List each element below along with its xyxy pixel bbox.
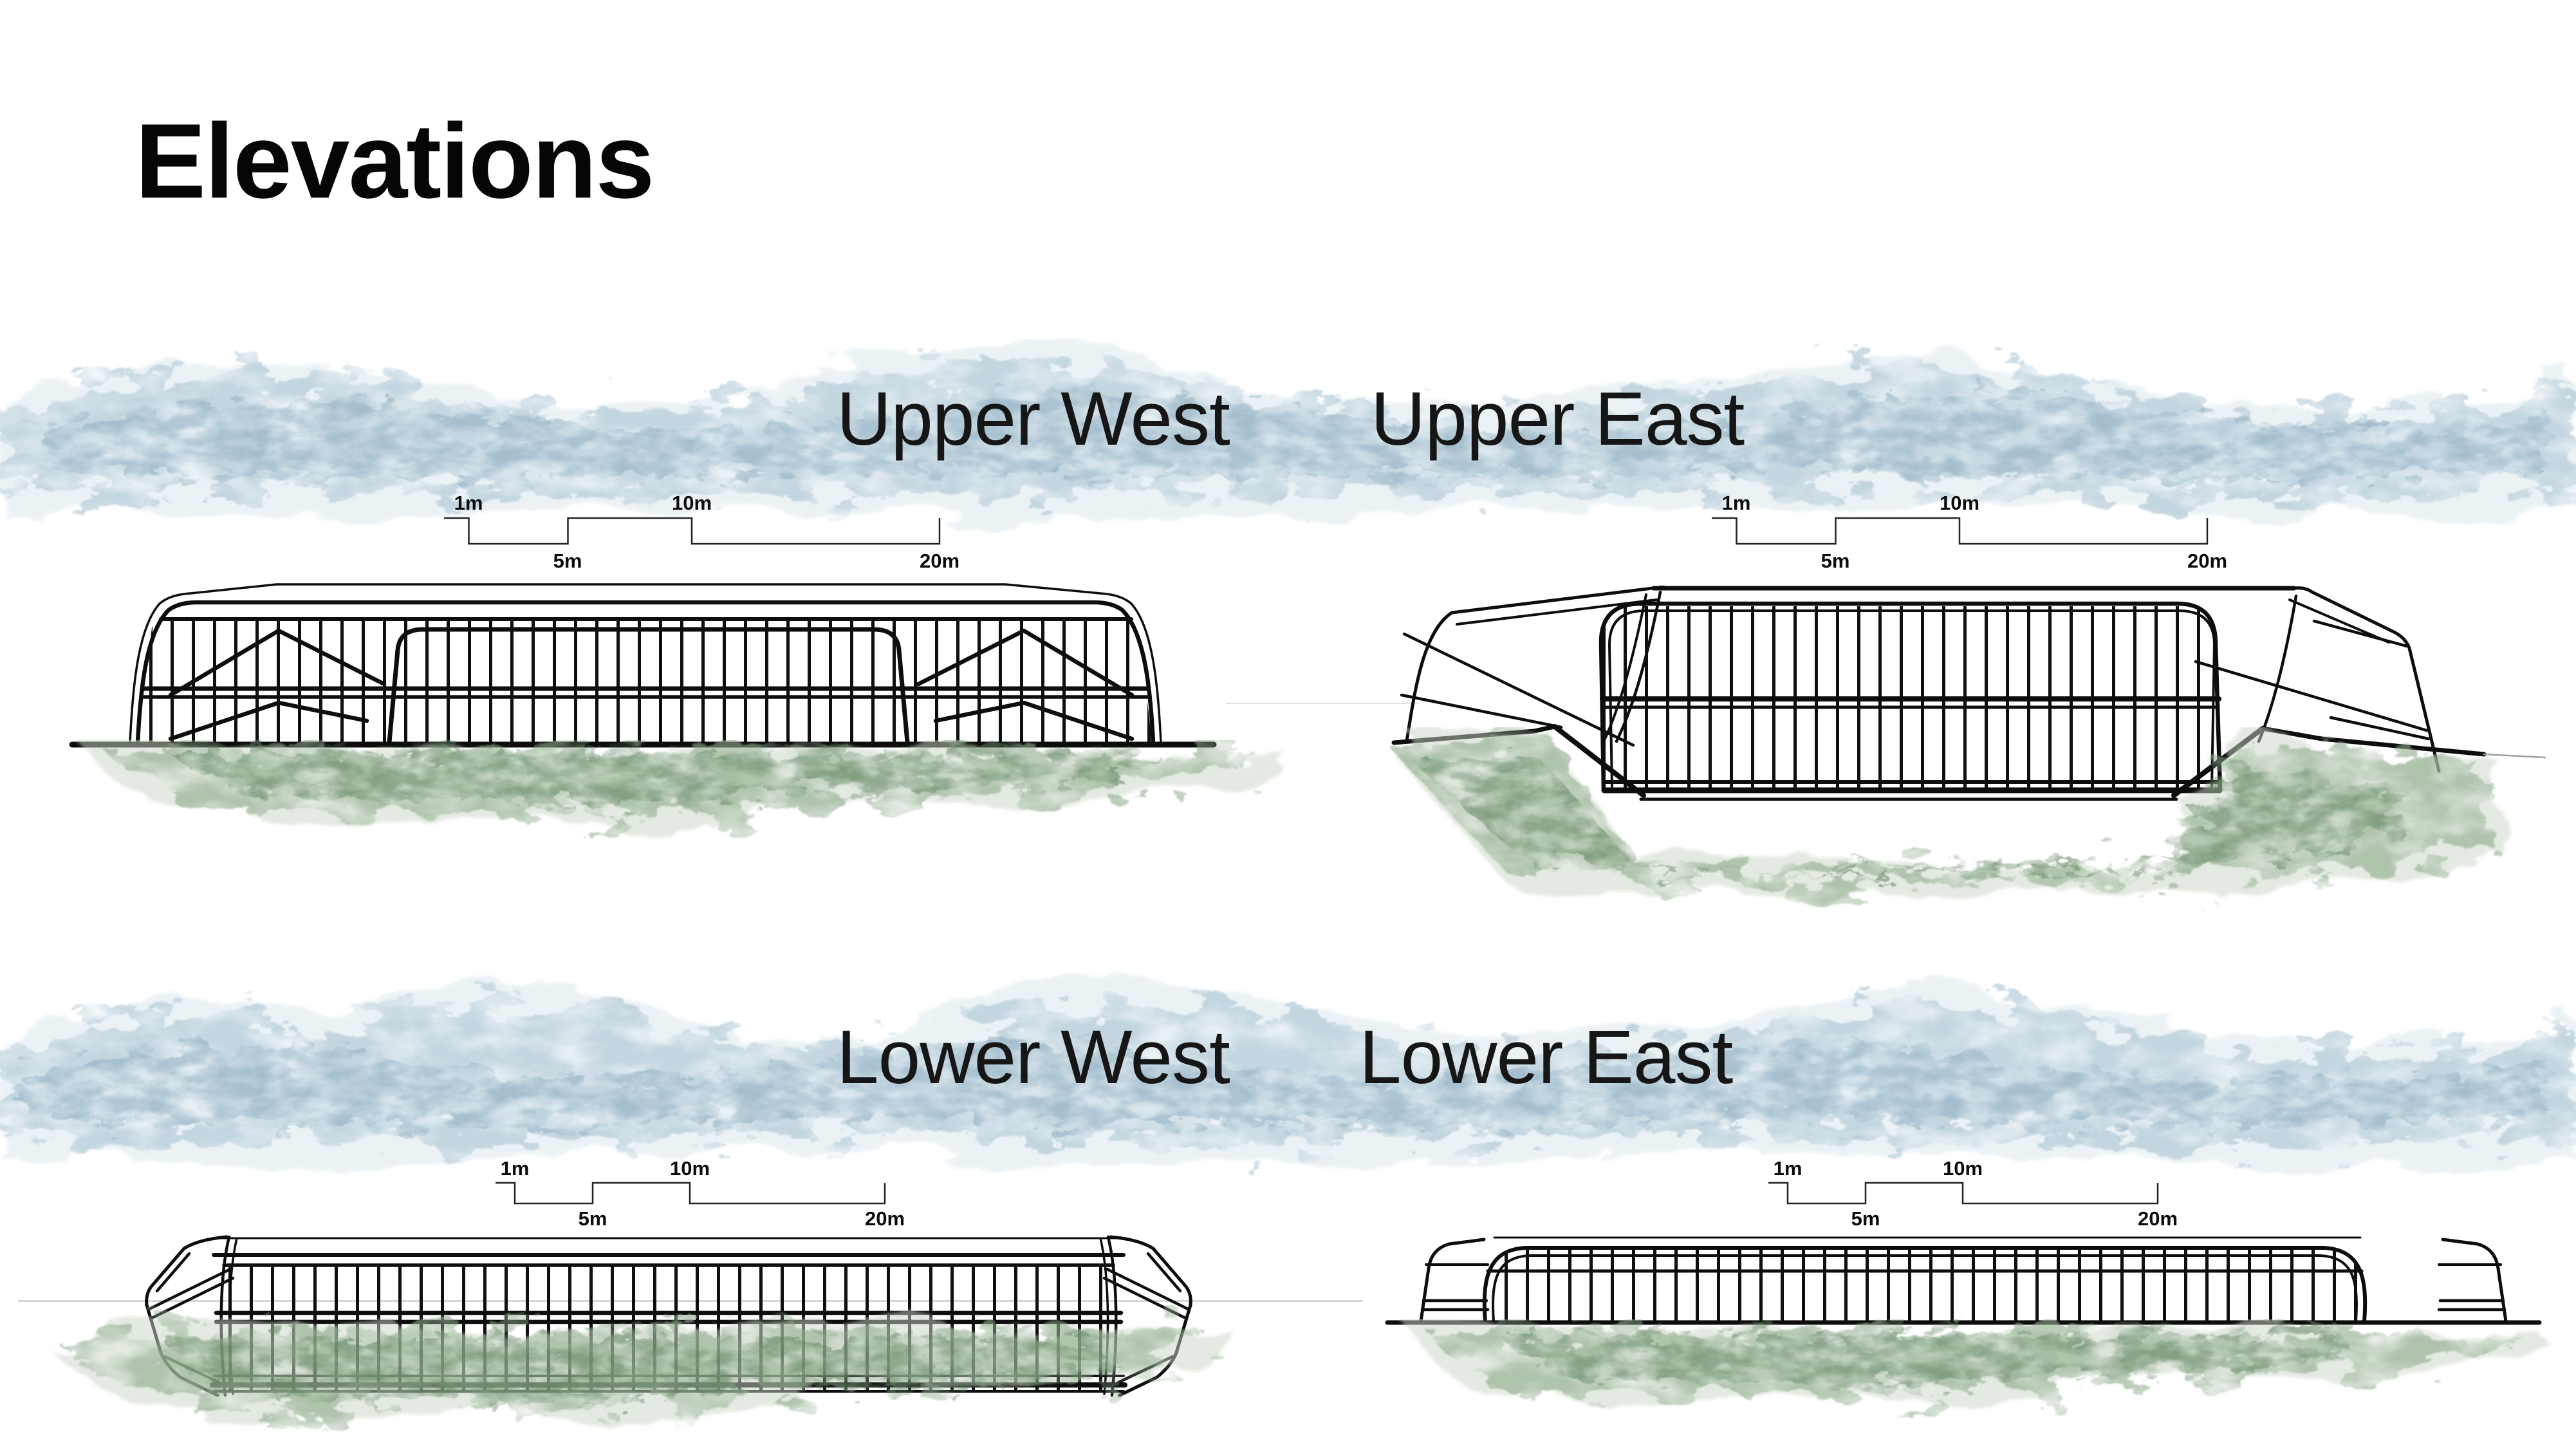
scale-label-1m: 1m (501, 1158, 530, 1180)
scale-label-20m: 20m (865, 1207, 905, 1230)
right-wing-fascia (2288, 599, 2390, 644)
roof-outline-thin (129, 583, 1162, 744)
vegetation-lower-west (51, 1321, 1223, 1423)
scale-label-5m: 5m (1821, 550, 1850, 572)
vegetation-accent (1416, 756, 2407, 872)
glazing-frame (1598, 601, 2223, 793)
panel-title-lower-west: Lower West (837, 1015, 1230, 1100)
glazing-edge-inner-right (2179, 609, 2216, 788)
right-wing-stripe-main (2194, 660, 2429, 732)
vegetation-lower-east (1409, 1327, 2535, 1402)
scalebar-lower-east: 1m 10m 5m 20m (1768, 1158, 2178, 1230)
vegetation-upper-east (1384, 731, 2510, 900)
right-wing-fold (2257, 594, 2298, 743)
chevron-upper-left (168, 628, 387, 698)
scalebar-line (444, 517, 941, 545)
left-prow-stripe-a (147, 1267, 232, 1311)
cloud-accent (39, 393, 2548, 479)
panel-title-upper-east: Upper East (1371, 376, 1745, 461)
scale-label-20m: 20m (2187, 550, 2227, 572)
glazing-frame (1482, 1246, 2368, 1323)
scale-label-1m: 1m (454, 492, 483, 514)
scale-label-20m: 20m (2138, 1207, 2178, 1230)
left-wing-fascia (1456, 599, 1658, 626)
scale-label-10m: 10m (672, 492, 712, 514)
right-wing-outline (2292, 586, 2441, 773)
panel-title-upper-west: Upper West (837, 376, 1230, 461)
scale-label-1m: 1m (1722, 492, 1751, 514)
upper-east-elevation-drawing (1391, 585, 2546, 801)
right-wing-stripe-lower (2329, 716, 2431, 741)
scale-label-5m: 5m (579, 1207, 607, 1230)
left-wing-outline (1405, 585, 1671, 743)
cloud-band-top (0, 349, 2576, 517)
scalebar-lower-west: 1m 10m 5m 20m (496, 1158, 905, 1230)
scale-label-10m: 10m (1943, 1158, 1983, 1180)
lower-east-elevation-drawing (1385, 1236, 2542, 1325)
left-wing-stripe-lower (1400, 693, 1563, 729)
page-title: Elevations (135, 102, 654, 220)
glazing-edge-inner-left (1492, 1254, 1532, 1323)
vegetation-accent (167, 752, 1158, 805)
scalebar-line (496, 1182, 886, 1205)
cloud-accent (26, 1043, 2548, 1128)
ground-right-faint (2483, 753, 2546, 759)
right-prow-chamfer-line (1146, 1252, 1182, 1293)
envelope-outline (135, 600, 1156, 745)
scale-label-10m: 10m (670, 1158, 710, 1180)
background-ground-line-right (1226, 703, 1419, 704)
scalebar-upper-west: 1m 10m 5m 20m (444, 492, 959, 572)
ground-left (1391, 724, 1557, 745)
scale-label-20m: 20m (920, 550, 959, 572)
berm-wall-left (1552, 724, 1646, 798)
mullion-grid (139, 620, 1152, 742)
left-pod-outline (1419, 1238, 1486, 1323)
glazing-edge-inner-right (2318, 1254, 2358, 1323)
scale-label-10m: 10m (1940, 492, 1979, 514)
chevron-upper-right (916, 628, 1135, 698)
scale-label-1m: 1m (1774, 1158, 1802, 1180)
right-pod-outline (2441, 1238, 2508, 1323)
right-prow-stripe-b (1102, 1276, 1187, 1320)
ground-right (2260, 726, 2487, 757)
vegetation-accent (1499, 1333, 2349, 1387)
chevron-lower-right (933, 700, 1135, 741)
central-bay-outline (387, 627, 910, 745)
vegetation-upper-west (84, 748, 1281, 828)
cloud-band-middle (0, 979, 2576, 1167)
mullion-grid (1487, 1249, 2363, 1321)
vegetation-accent (167, 1336, 1120, 1403)
scalebar-upper-east: 1m 10m 5m 20m (1712, 492, 2227, 572)
upper-west-elevation-drawing (69, 583, 1217, 748)
scalebar-line (1768, 1182, 2159, 1205)
left-prow-stripe-b (150, 1276, 235, 1320)
scale-label-5m: 5m (553, 550, 582, 572)
right-wing-stripe-upper (2312, 619, 2409, 648)
left-prow-chamfer-line (155, 1252, 191, 1293)
scalebar-line (1712, 517, 2209, 545)
glazing-edge-inner-left (1608, 609, 1645, 788)
panel-title-lower-east: Lower East (1359, 1015, 1733, 1100)
right-prow-stripe-a (1105, 1267, 1190, 1311)
left-wing-stripe-upper (1402, 632, 1635, 747)
chevron-lower-left (168, 700, 369, 741)
scale-label-5m: 5m (1851, 1207, 1880, 1230)
